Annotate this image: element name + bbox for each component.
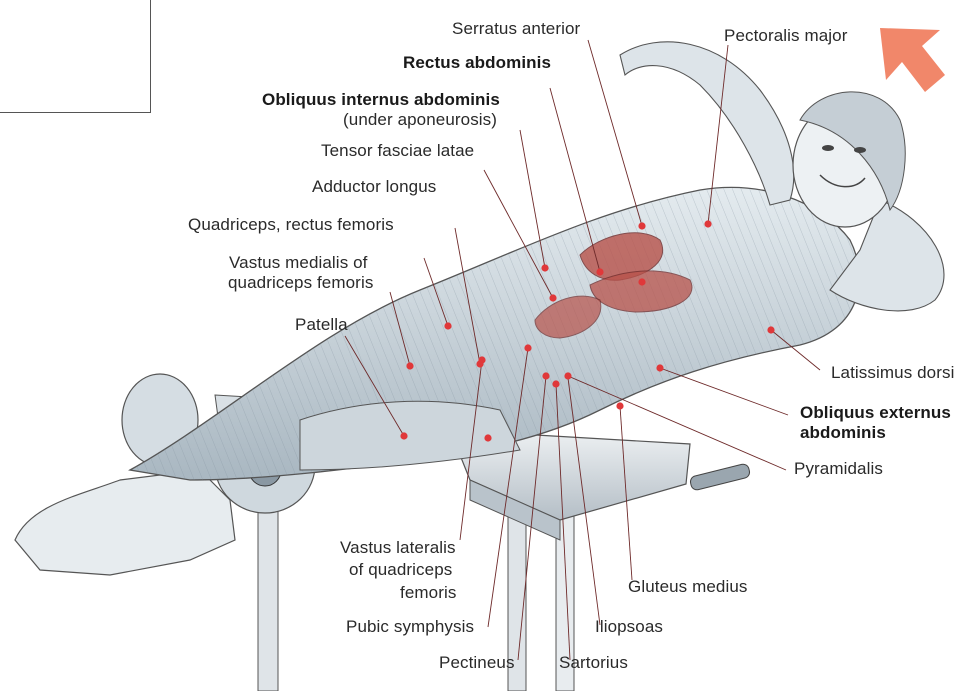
- label-pubic-symphysis: Pubic symphysis: [346, 618, 474, 636]
- shoe: [15, 470, 235, 575]
- raised-arm: [620, 42, 794, 205]
- label-vastus-medialis-line1: Vastus medialis of: [229, 254, 368, 272]
- label-gluteus-medius: Gluteus medius: [628, 578, 748, 596]
- label-patella: Patella: [295, 316, 348, 334]
- label-vastus-medialis-line2: quadriceps femoris: [228, 274, 373, 292]
- label-quadriceps-rectus-femoris: Quadriceps, rectus femoris: [188, 216, 394, 234]
- label-adductor-longus: Adductor longus: [312, 178, 436, 196]
- inset-thumbnail: [0, 0, 151, 113]
- label-sartorius: Sartorius: [559, 654, 628, 672]
- label-obliquus-externus-line1: Obliquus externus: [800, 404, 951, 422]
- label-vastus-lateralis-line1: Vastus lateralis: [340, 539, 456, 557]
- arrow-up-left-icon: [880, 28, 945, 92]
- label-pectoralis-major: Pectoralis major: [724, 27, 847, 45]
- label-vastus-lateralis-line2: of quadriceps: [349, 561, 452, 579]
- label-tensor-fasciae-latae: Tensor fasciae latae: [321, 142, 474, 160]
- label-serratus-anterior: Serratus anterior: [452, 20, 580, 38]
- label-obliquus-internus: Obliquus internus abdominis: [262, 91, 500, 109]
- label-pyramidalis: Pyramidalis: [794, 460, 883, 478]
- label-rectus-abdominis: Rectus abdominis: [403, 54, 551, 72]
- label-under-aponeurosis: (under aponeurosis): [343, 111, 497, 129]
- label-latissimus-dorsi: Latissimus dorsi: [831, 364, 954, 382]
- label-vastus-lateralis-line3: femoris: [400, 584, 456, 602]
- label-pectineus: Pectineus: [439, 654, 515, 672]
- label-iliopsoas: Iliopsoas: [595, 618, 663, 636]
- label-obliquus-externus-line2: abdominis: [800, 424, 886, 442]
